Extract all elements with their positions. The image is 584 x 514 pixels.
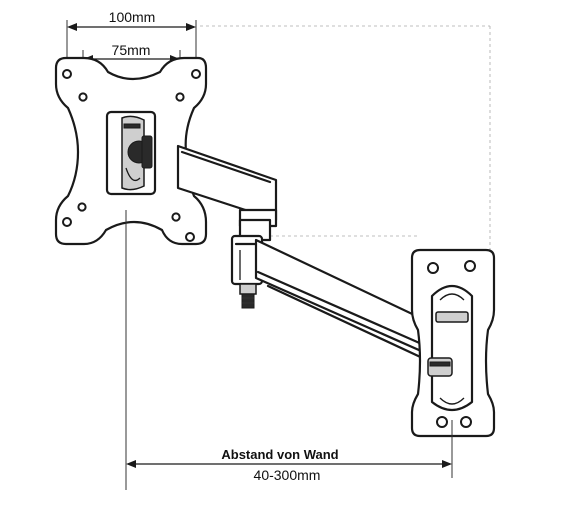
vesa-plate (54, 56, 208, 246)
upper-arm (176, 144, 278, 228)
wall-distance-title: Abstand von Wand (221, 447, 338, 462)
dimension-100mm: 100mm (66, 9, 197, 68)
guide-lines (200, 25, 491, 250)
hole-top-left-inner (78, 92, 88, 102)
wall-hole-top-left (427, 262, 439, 274)
wall-pivot-top (435, 311, 469, 323)
hole-top-right-outer (191, 69, 201, 79)
hole-bottom-left-outer (62, 217, 72, 227)
hole-bottom-right-outer (185, 232, 195, 242)
dimension-wall-distance: Abstand von Wand 40-300mm (125, 210, 453, 490)
elbow-bolt (239, 283, 257, 295)
wall-hole-bottom-left (436, 416, 448, 428)
wall-pivot-bottom (427, 357, 453, 377)
wall-distance-range: 40-300mm (254, 467, 321, 483)
wall-hole-bottom-right (460, 416, 472, 428)
hole-top-right-inner (175, 92, 185, 102)
dimension-75mm-label: 75mm (112, 42, 151, 58)
wall-hole-top-right (464, 260, 476, 272)
hole-bottom-left-inner (77, 202, 87, 212)
dimension-100mm-label: 100mm (109, 9, 156, 25)
hole-bottom-right-inner (171, 212, 181, 222)
hole-top-left-outer (62, 69, 72, 79)
wall-plate (410, 248, 496, 438)
